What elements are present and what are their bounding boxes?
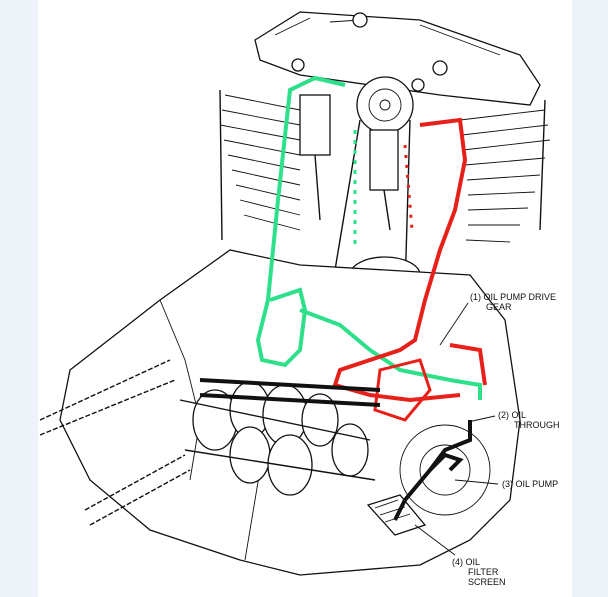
label-line: FILTER bbox=[468, 567, 499, 577]
red-oil-path bbox=[332, 117, 487, 422]
label-oil-pump: (3) OIL PUMP bbox=[502, 479, 558, 489]
drive-chain bbox=[39, 359, 191, 526]
label-line: (4) OIL bbox=[452, 557, 481, 567]
label-oil-filter-screen: (4) OIL FILTER SCREEN bbox=[452, 557, 506, 587]
label-line: THROUGH bbox=[514, 420, 560, 430]
label-oil-through: (2) OIL THROUGH bbox=[498, 410, 560, 430]
green-oil-path bbox=[255, 75, 482, 400]
leader-lines bbox=[414, 302, 499, 556]
label-line: (3) OIL PUMP bbox=[502, 479, 559, 489]
cylinder-fins bbox=[219, 89, 551, 243]
label-line: SCREEN bbox=[468, 577, 506, 587]
label-oil-pump-drive-gear: (1) OIL PUMP DRIVE GEAR bbox=[470, 292, 556, 312]
label-line: GEAR bbox=[486, 302, 512, 312]
label-line: (2) OIL bbox=[498, 410, 527, 420]
cylinder-head bbox=[254, 11, 541, 106]
black-oil-path bbox=[199, 378, 472, 521]
label-line: (1) OIL PUMP DRIVE bbox=[470, 292, 557, 302]
